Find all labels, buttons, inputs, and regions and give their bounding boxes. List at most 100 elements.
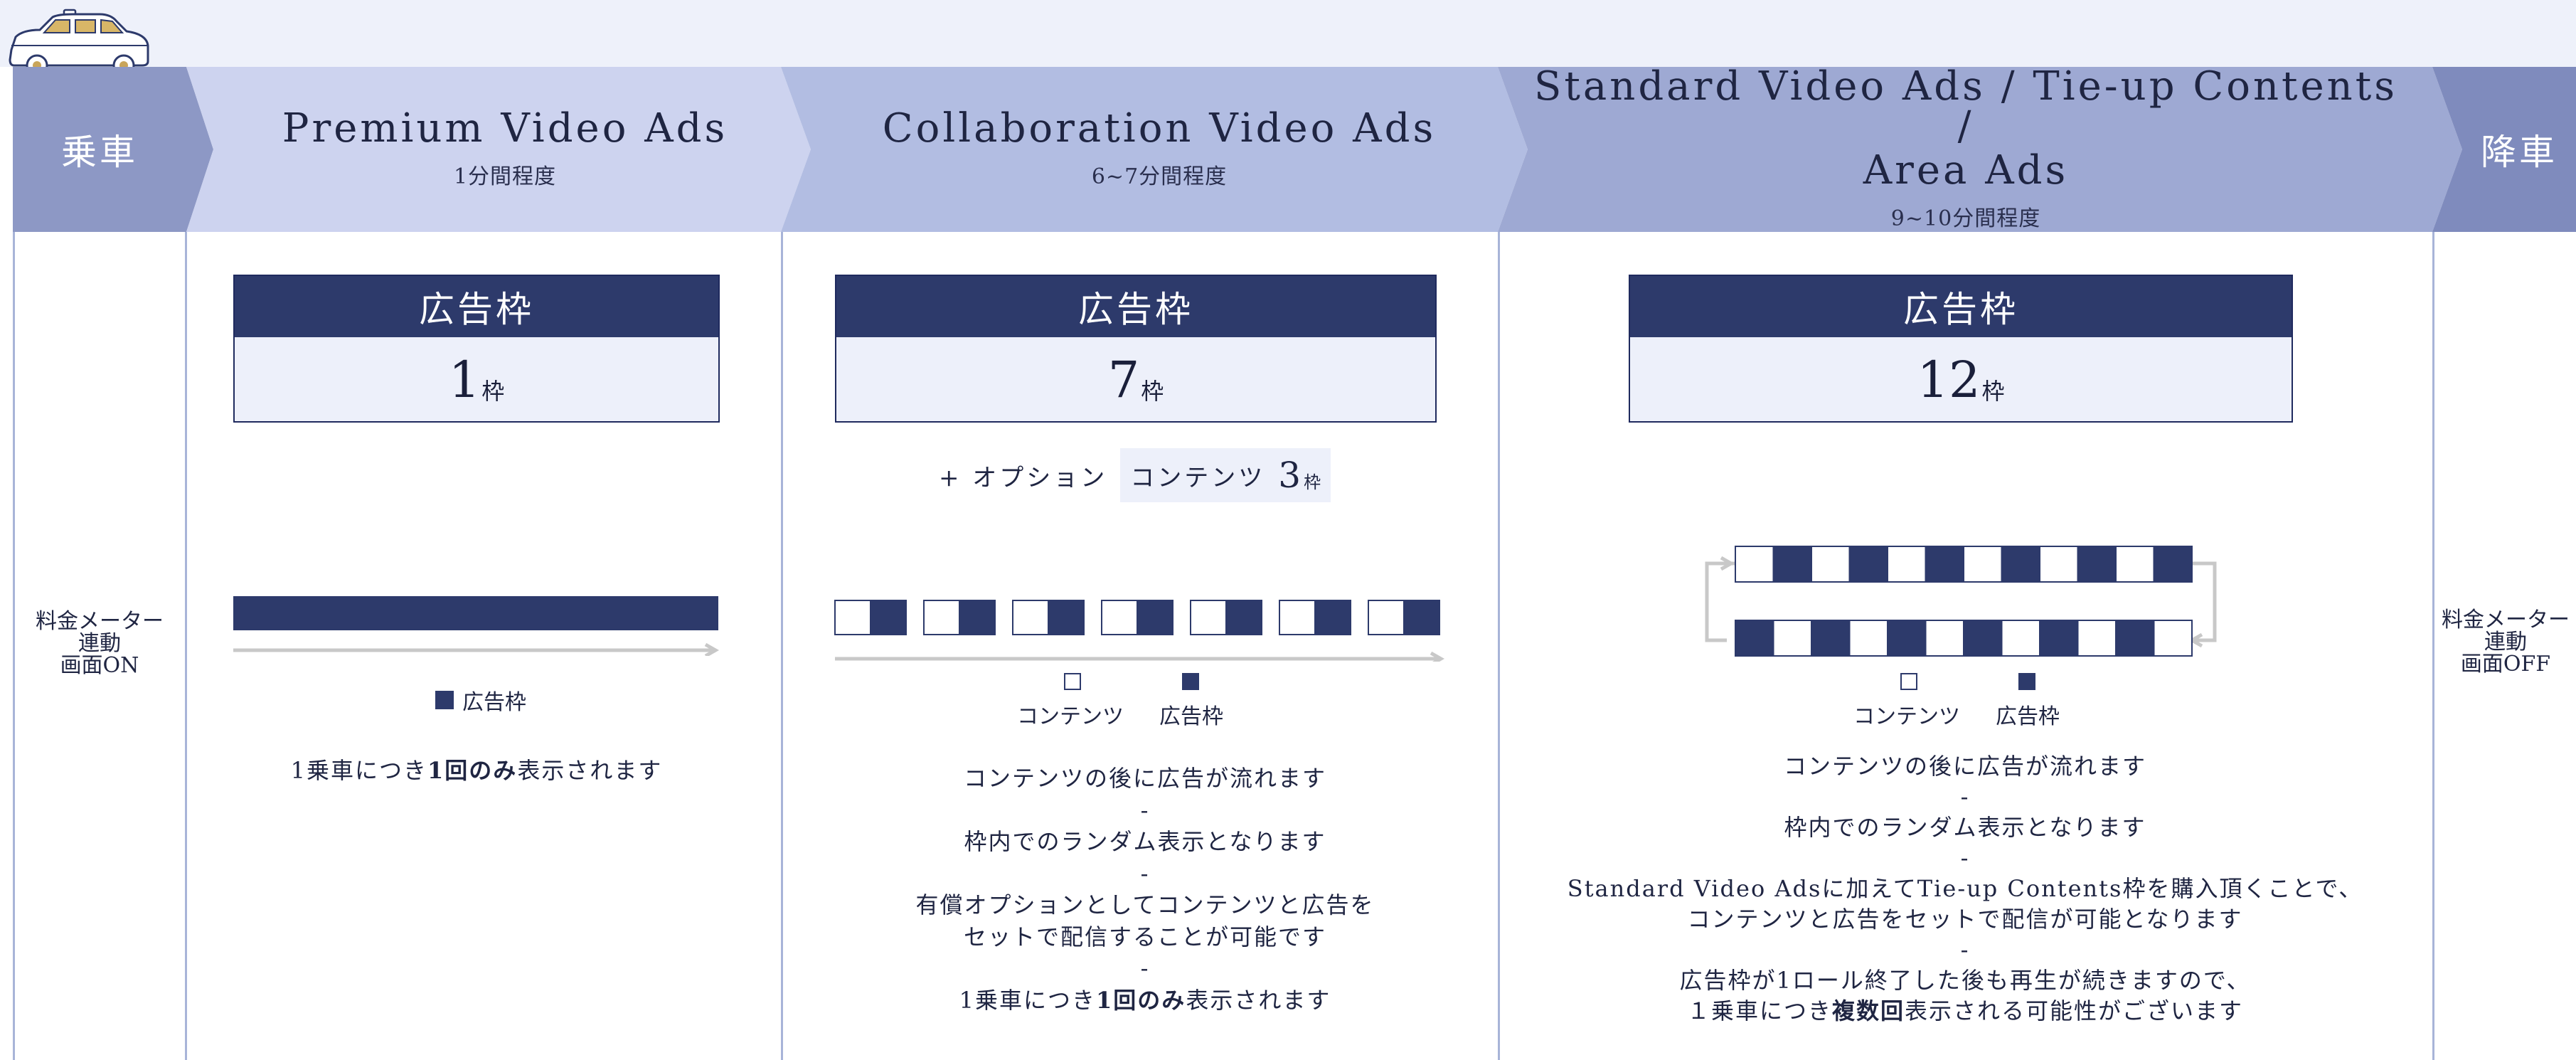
- collab-slot-number: 7: [1107, 351, 1140, 409]
- standard-header: Standard Video Ads / Tie-up Contents / A…: [1528, 67, 2404, 232]
- ad-block: [959, 600, 996, 635]
- standard-desc-line: 広告枠が1ロール終了した後も再生が続きますので、: [1679, 967, 2251, 994]
- standard-duration: 9~10分間程度: [1890, 206, 2041, 231]
- collab-slot-header: 広告枠: [836, 276, 1435, 337]
- collab-slot-unit: 枠: [1141, 378, 1164, 405]
- standard-desc-line: -: [1960, 844, 1970, 871]
- taxi-icon: [9, 9, 149, 77]
- alight-label-cell: 降車: [2462, 67, 2576, 232]
- alight-label: 降車: [2481, 132, 2558, 173]
- ad-block: [1225, 600, 1262, 635]
- collab-legend-ad: 広告枠: [1159, 704, 1223, 729]
- standard-loop: [1705, 546, 2217, 657]
- chevron-premium: [186, 67, 811, 232]
- chevron-standard: [1498, 67, 2462, 232]
- chevron-ride: [13, 67, 213, 232]
- column-divider: [185, 232, 187, 1060]
- collab-title: Collaboration Video Ads: [882, 105, 1437, 152]
- collab-header: Collaboration Video Ads 6~7分間程度: [811, 67, 1508, 232]
- premium-desc-line: 1乗車につき1回のみ表示されます: [213, 753, 740, 785]
- ad-legend-swatch: [1182, 673, 1199, 690]
- collab-legend-content: コンテンツ: [1017, 704, 1124, 729]
- premium-timeline: [233, 596, 720, 656]
- content-block: [1848, 620, 1888, 657]
- standard-desc-line: -: [1960, 783, 1970, 810]
- column-divider: [781, 232, 783, 1060]
- ad-legend-swatch: [435, 691, 454, 709]
- premium-header: Premium Video Ads 1分間程度: [213, 67, 797, 232]
- desc-bold: 複数回: [1831, 997, 1905, 1024]
- standard-desc-line: コンテンツの後に広告が流れます: [1783, 753, 2146, 780]
- desc-text: 表示されます: [1186, 986, 1331, 1014]
- content-block: [834, 600, 871, 635]
- option-unit: 枠: [1304, 472, 1324, 492]
- premium-legend-ad: 広告枠: [462, 690, 526, 715]
- standard-desc-line: -: [1960, 936, 1970, 963]
- standard-desc-line: Standard Video Adsに加えてTie-up Contents枠を購…: [1567, 875, 2363, 902]
- meter-off-line: 連動: [2484, 630, 2527, 654]
- meter-on-line: 連動: [78, 631, 121, 656]
- content-block: [1279, 600, 1316, 635]
- content-block: [1101, 600, 1138, 635]
- ad-block: [1925, 546, 1964, 583]
- ad-block: [1887, 620, 1927, 657]
- top-band: [0, 0, 2576, 67]
- desc-text: １乗車につき: [1686, 997, 1832, 1024]
- content-block: [2039, 546, 2079, 583]
- loop-arrow-left: [1705, 561, 1735, 642]
- desc-text: 1乗車につき: [290, 757, 428, 784]
- collab-desc-line: コンテンツの後に広告が流れます: [963, 765, 1326, 792]
- standard-slot-header: 広告枠: [1630, 276, 2292, 337]
- header-chevrons: [13, 67, 2576, 232]
- content-block: [1925, 620, 1964, 657]
- standard-description: コンテンツの後に広告が流れます - 枠内でのランダム表示となります - Stan…: [1512, 751, 2418, 1027]
- loop-arrow-right: [2191, 561, 2217, 642]
- ad-block: [1314, 600, 1351, 635]
- premium-legend: 広告枠: [435, 684, 526, 716]
- content-block: [2077, 620, 2117, 657]
- content-block: [1735, 546, 1774, 583]
- standard-slot-number: 12: [1917, 351, 1981, 409]
- standard-desc-line: １乗車につき複数回表示される可能性がございます: [1512, 996, 2418, 1027]
- content-block: [1887, 546, 1927, 583]
- collab-desc-line: セットで配信することが可能です: [963, 923, 1326, 950]
- loop-arrowhead-left: [1720, 556, 1735, 571]
- collab-duration: 6~7分間程度: [1091, 164, 1228, 189]
- content-block: [1811, 546, 1851, 583]
- ad-block: [1403, 600, 1440, 635]
- premium-ad-bar: [233, 596, 718, 630]
- ad-block: [870, 600, 907, 635]
- premium-slot-header: 広告枠: [235, 276, 718, 337]
- desc-text: 表示される可能性がございます: [1905, 997, 2244, 1024]
- ad-block: [2153, 546, 2193, 583]
- ad-block: [1848, 546, 1888, 583]
- ad-block: [1963, 620, 2003, 657]
- content-block: [2115, 546, 2155, 583]
- desc-bold: 1回のみ: [427, 757, 518, 784]
- column-divider: [1498, 232, 1500, 1060]
- standard-desc-line: コンテンツと広告をセットで配信が可能となります: [1687, 906, 2243, 933]
- content-block: [923, 600, 960, 635]
- collab-desc-line: 1乗車につき1回のみ表示されます: [811, 985, 1479, 1017]
- collab-description: コンテンツの後に広告が流れます - 枠内でのランダム表示となります - 有償オプ…: [811, 763, 1479, 1016]
- column-divider: [13, 232, 15, 1060]
- timeline-arrowhead: [704, 642, 720, 656]
- collab-slot-count: 7 枠: [836, 337, 1435, 423]
- standard-slot-box: 広告枠 12 枠: [1629, 275, 2293, 423]
- meter-on-line: 料金メーター: [36, 609, 164, 634]
- standard-title-line1: Standard Video Ads / Tie-up Contents /: [1534, 63, 2397, 149]
- ad-block: [1811, 620, 1851, 657]
- premium-slot-box: 広告枠 1 枠: [233, 275, 720, 423]
- ad-block: [2001, 546, 2040, 583]
- desc-bold: 1回のみ: [1096, 986, 1186, 1014]
- ad-block: [2077, 546, 2117, 583]
- premium-title: Premium Video Ads: [282, 105, 728, 152]
- collab-timeline: [834, 600, 1445, 662]
- premium-slot-unit: 枠: [481, 378, 505, 405]
- option-content-label: コンテンツ: [1130, 463, 1266, 492]
- desc-text: 1乗車につき: [959, 986, 1097, 1014]
- chevron-collab: [781, 67, 1528, 232]
- ride-label-cell: 乗車: [13, 67, 186, 232]
- ad-block: [1735, 620, 1774, 657]
- standard-desc-line: 枠内でのランダム表示となります: [1784, 814, 2146, 841]
